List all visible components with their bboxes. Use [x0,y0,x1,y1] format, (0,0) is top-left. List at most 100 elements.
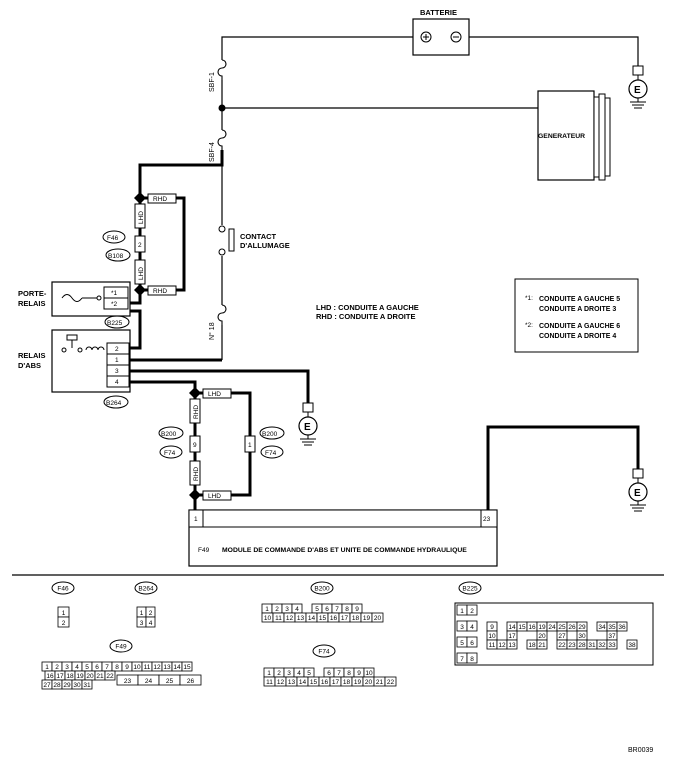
pin-number: 18 [352,615,360,622]
pin-number: 16 [46,673,54,680]
pin-number: 9 [490,624,494,631]
pin-number: 1 [45,664,49,671]
pin-number: 3 [460,624,464,631]
pin-number: 8 [347,670,351,677]
pin-number: 9 [125,664,129,671]
view-tag-label: B200 [314,586,330,593]
pin-cell [466,620,478,632]
pin-number: 28 [53,682,61,689]
pin-number: 5 [85,664,89,671]
pin-number: 18 [343,679,351,686]
pin-number: 10 [365,670,373,677]
pin-number: 20 [86,673,94,680]
view-tag-label: F49 [115,644,127,651]
pin-cell [466,604,478,616]
pin-number: 14 [299,679,307,686]
generator: GENERATEUR [537,90,611,181]
pin-number: 32 [598,642,606,649]
b225-housing [454,602,654,666]
pin-number: 1 [460,608,464,615]
pin-cell [606,639,618,650]
battery-label: BATTERIE [420,8,457,17]
view-tag [134,581,158,595]
pin-number: 15 [319,615,327,622]
pin-number: 33 [608,642,616,649]
svg-text:RHD: RHD [193,405,200,419]
pin-number: 10 [264,615,272,622]
pin-cell [371,612,384,623]
pin-number: 24 [548,624,556,631]
pin-cell [181,661,193,672]
svg-text:1: 1 [194,516,198,523]
pin-number: 9 [355,606,359,613]
pin-number: 10 [133,664,141,671]
pin-number: 2 [55,664,59,671]
pin-number: 6 [470,640,474,647]
svg-text:1: 1 [248,442,252,449]
pin-number: 4 [470,624,474,631]
pin-number: 19 [76,673,84,680]
fuse-sbf1-label: SBF-1 [209,72,216,92]
pin-cell [104,670,116,681]
pin-number: 20 [365,679,373,686]
pin-cell [536,639,548,650]
ground-symbol-3: E [628,468,648,512]
generator-label: GENERATEUR [538,133,585,140]
pin-number: 18 [66,673,74,680]
tag-b264: B264 [106,400,122,407]
reference-code: BR0039 [628,747,653,754]
legend-lhd: LHD : CONDUITE A GAUCHE [316,303,419,312]
pin-cell [466,652,478,664]
pin-number: 4 [297,670,301,677]
tag-f74-left: F74 [164,450,176,457]
pin-number: 2 [277,670,281,677]
svg-text:9: 9 [193,442,197,449]
pin-number: 14 [308,615,316,622]
pin-number: 27 [558,633,566,640]
pin-number: 1 [62,610,66,617]
svg-text:2: 2 [115,346,119,353]
pin-number: 29 [63,682,71,689]
pin-cell [384,676,397,687]
pin-number: 2 [149,610,153,617]
svg-text:E: E [634,85,641,96]
svg-text:E: E [304,422,311,433]
fuse-no18-label: N° 18 [208,322,216,340]
view-tag-label: B264 [138,586,154,593]
pin-number: 1 [140,610,144,617]
svg-text:CONDUITE A DROITE 3: CONDUITE A DROITE 3 [539,306,616,313]
pin-number: 7 [337,670,341,677]
pin-cell [626,639,638,650]
pin-number: 2 [62,620,66,627]
pin-number: 17 [508,633,516,640]
pin-cell [145,616,156,628]
pin-number: 4 [295,606,299,613]
svg-text:D'ABS: D'ABS [18,361,41,370]
tag-f46: F46 [107,235,119,242]
pin-number: 12 [153,664,161,671]
pin-number: 25 [558,624,566,631]
pin-number: 35 [608,624,616,631]
pin-number: 19 [354,679,362,686]
pin-number: 11 [489,642,496,649]
svg-text:23: 23 [483,516,491,523]
pin-number: 21 [376,679,384,686]
pin-number: 8 [345,606,349,613]
pin-number: 13 [288,679,296,686]
pin-number: 31 [83,682,91,689]
pin-number: 20 [374,615,382,622]
svg-text:CONDUITE A GAUCHE 5: CONDUITE A GAUCHE 5 [539,296,620,303]
pin-number: 5 [315,606,319,613]
pin-cell [616,621,628,632]
inline-connectors: 2 9 1 [134,235,256,453]
view-tag-label: B225 [462,586,478,593]
svg-text:RELAIS: RELAIS [18,351,46,360]
svg-text:*1: *1 [111,290,118,297]
svg-text:RHD: RHD [193,467,200,481]
pin-number: 21 [96,673,104,680]
view-tag-label: F74 [318,649,330,656]
pin-number: 25 [166,678,174,685]
svg-text:LHD: LHD [138,211,145,224]
pin-number: 8 [470,656,474,663]
pin-number: 13 [163,664,171,671]
